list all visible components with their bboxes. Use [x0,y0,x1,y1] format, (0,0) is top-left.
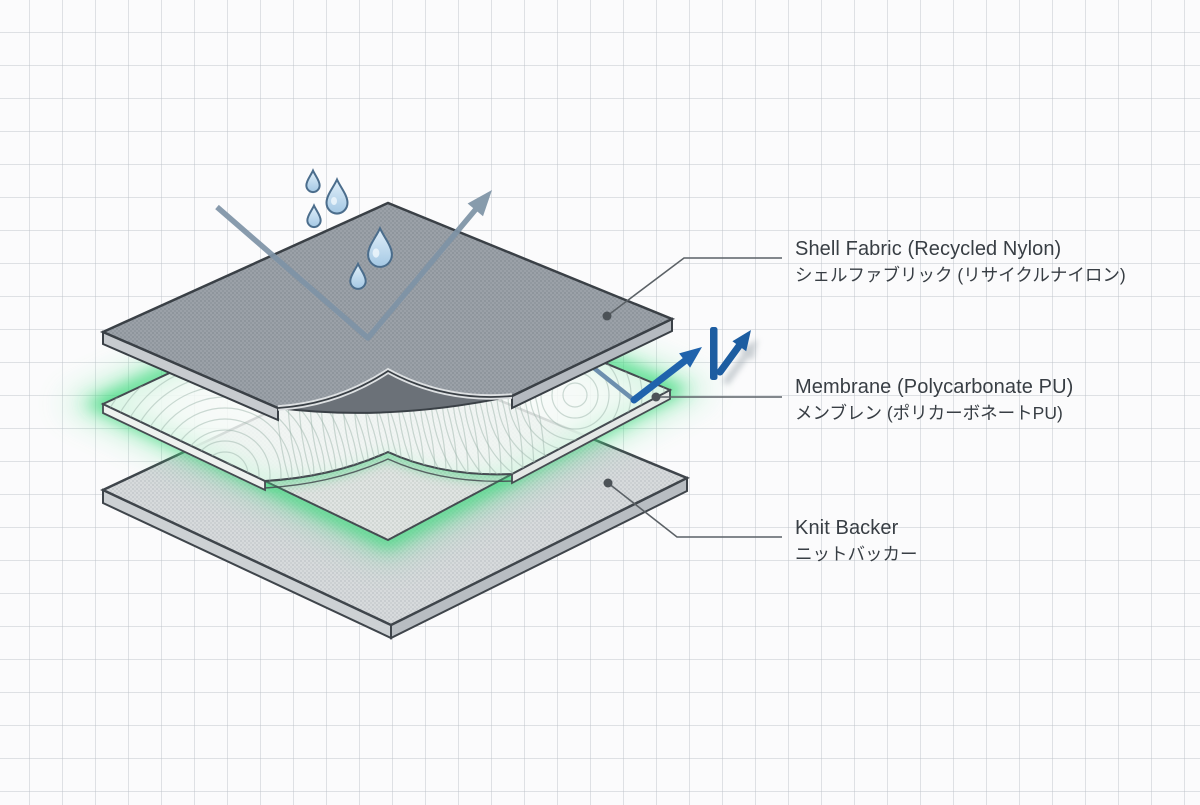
membrane-layer [100,270,673,542]
label-membrane-jp: メンブレン (ポリカーボネートPU) [795,403,1063,423]
leader-line-shell [606,257,782,317]
shell-fabric-layer [99,201,676,422]
membrane-curl-inner-line [264,458,513,489]
label-shell-fabric: Shell Fabric (Recycled Nylon) シェルファブリック … [795,237,1126,286]
water-droplets-icon [305,168,393,290]
label-shell-fabric-jp: シェルファブリック (リサイクルナイロン) [795,265,1126,285]
leader-dots [602,311,661,488]
leader-dot-backer [603,478,613,488]
leader-dot-shell [602,311,612,321]
label-membrane-en: Membrane (Polycarbonate PU) [795,376,1074,398]
water-repel-bounce-arrow-icon [215,190,492,341]
leader-lines [606,257,782,538]
vapor-arrow-right-icon [716,330,751,376]
membrane-barrier-bar-icon [710,327,718,380]
label-knit-backer: Knit Backer ニットバッカー [795,516,918,565]
leader-line-backer [607,482,782,538]
label-shell-fabric-en: Shell Fabric (Recycled Nylon) [795,238,1062,260]
label-membrane: Membrane (Polycarbonate PU) メンブレン (ポリカーボ… [795,375,1073,424]
label-knit-backer-jp: ニットバッカー [795,544,918,564]
vapor-arrow-shadow [723,339,758,385]
leader-dot-membrane [651,392,661,402]
vapor-permeable-arrows-icon [710,327,758,385]
label-knit-backer-en: Knit Backer [795,517,899,539]
